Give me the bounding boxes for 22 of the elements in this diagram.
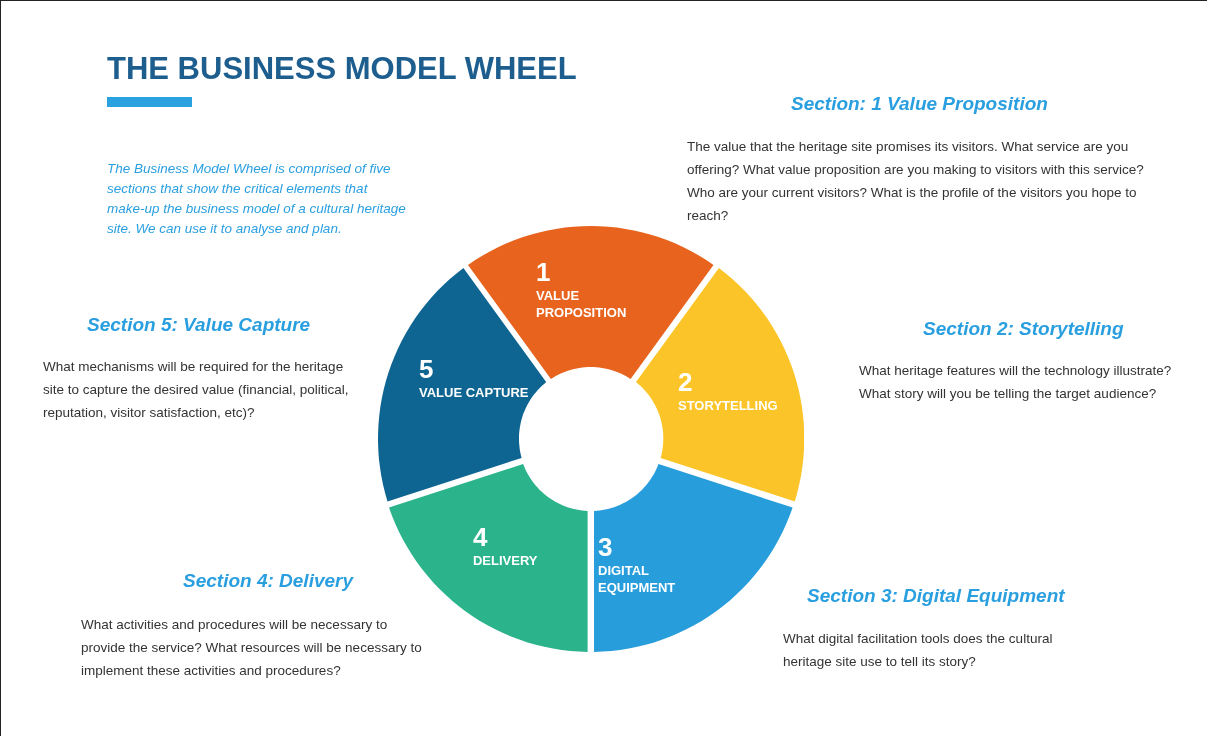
section-description: What digital facilitation tools does the cultural heritage site use to tell its story? bbox=[783, 630, 1054, 671]
segment-number: 4 bbox=[473, 524, 488, 550]
segment-number: 1 bbox=[536, 259, 551, 285]
section-heading: Section: 1 Value Proposition bbox=[791, 93, 1048, 115]
title: THE BUSINESS MODEL WHEEL bbox=[107, 51, 577, 87]
segment-label: STORYTELLING bbox=[678, 397, 778, 414]
segment-label: DIGITAL EQUIPMENT bbox=[598, 562, 677, 596]
segment-number: 5 bbox=[419, 356, 434, 382]
segment-number: 3 bbox=[598, 534, 613, 560]
segment-label: VALUE CAPTURE bbox=[419, 384, 529, 401]
section-heading: Section 5: Value Capture bbox=[87, 314, 311, 336]
section-heading: Section 4: Delivery bbox=[183, 570, 354, 592]
section-description: The value that the heritage site promises its visitors. What service are you offering? What value proposition are you making to visitors with this service? Who are your current visitors? What is the profile of the visitors you hope to reach? bbox=[687, 138, 1145, 225]
section-description: What mechanisms will be required for the heritage site to capture the desired value (financial, political, reputation, visitor satisfaction, etc)? bbox=[43, 358, 350, 422]
segment-label: DELIVERY bbox=[473, 552, 538, 569]
intro-text: The Business Model Wheel is comprised of five sections that show the critical elements that make-up the business model of a cultural heritage site. We can use it to analyse and plan. bbox=[107, 160, 407, 238]
section-heading: Section 3: Digital Equipment bbox=[807, 585, 1065, 607]
section-description: What heritage features will the technology illustrate? What story will you be telling the target audience? bbox=[859, 362, 1173, 403]
section-heading: Section 2: Storytelling bbox=[923, 318, 1124, 340]
section-description: What activities and procedures will be necessary to provide the service? What resources will be necessary to implement these activities and procedures? bbox=[81, 616, 423, 680]
segment-number: 2 bbox=[678, 369, 693, 395]
segment-label: VALUE PROPOSITION bbox=[536, 287, 628, 321]
